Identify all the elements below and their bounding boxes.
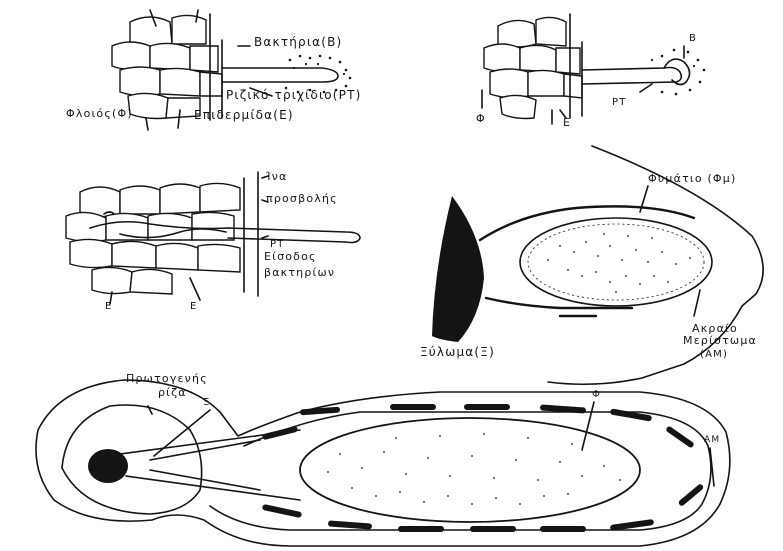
panel-e-root-inner [62, 405, 202, 514]
label-infection-thread-2: προσβολής [266, 192, 338, 205]
label-meristem-3: (ΑΜ) [700, 348, 728, 361]
label-b: Β [689, 32, 697, 45]
label-e-b: Ε [563, 116, 571, 129]
label-entry-1: Είσοδος [264, 250, 317, 263]
label-bacteria: Βακτήρια(Β) [254, 36, 342, 49]
label-meristem-2: Μερίστωμα [683, 334, 757, 347]
label-phi: Φ [592, 388, 601, 401]
label-am: ΑΜ [704, 434, 720, 447]
panel-e-xylem-core [88, 449, 128, 483]
label-e-c-right: Ε [190, 300, 198, 313]
panel-a-root-hair [222, 68, 338, 82]
label-cortex: Φλοιός(Φ) [66, 107, 133, 120]
label-epidermis: Επιδερμίδα(Ε) [194, 109, 294, 122]
panel-b-curl [664, 59, 690, 84]
panel-e-meristem [300, 418, 640, 522]
panel-e-vascular-strands [120, 430, 300, 500]
label-primary-root-1: Πρωτογενής [126, 372, 208, 385]
label-xylem: Ξύλωμα(Ξ) [420, 346, 495, 359]
panel-d-xylem [432, 196, 484, 342]
label-rt-b: ΡΤ [612, 96, 627, 109]
label-entry-2: βακτηρίων [264, 266, 335, 279]
label-phloem: Φυμάτιο (Φμ) [648, 172, 736, 185]
label-f-b: Φ [476, 112, 486, 125]
panel-b-bacteria-dots [651, 49, 705, 96]
label-infection-thread-1: Ίνα [266, 170, 288, 183]
label-primary-root-2: ρίζα [158, 386, 187, 399]
label-root-hair: Ριζικό τριχίδιο(ΡΤ) [226, 89, 361, 102]
label-e-c-left: Ε [105, 300, 113, 313]
panel-b-root-hair [582, 68, 681, 85]
label-xi: Ξ [203, 396, 211, 409]
panel-b-cells [484, 14, 582, 124]
